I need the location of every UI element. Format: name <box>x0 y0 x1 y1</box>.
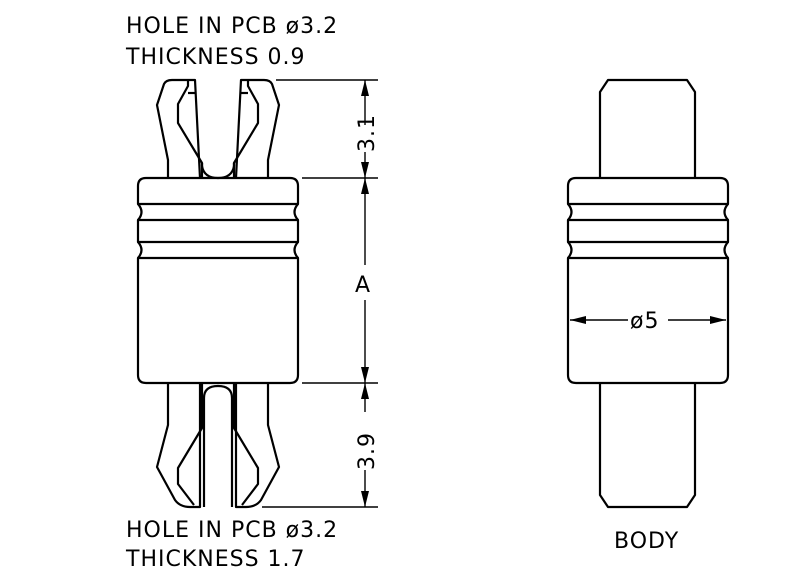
dim-body-length: A <box>355 273 371 298</box>
top-note-thickness: THICKNESS 0.9 <box>125 45 306 70</box>
top-clip <box>155 78 281 180</box>
dim-top-clip: 3.1 <box>355 114 380 152</box>
bottom-note-hole: HOLE IN PCB ø3.2 <box>126 518 338 543</box>
spacer-body-side <box>136 176 300 385</box>
body-label: BODY <box>614 529 679 554</box>
bottom-note-thickness: THICKNESS 1.7 <box>125 547 306 572</box>
dim-bottom-clip: 3.9 <box>355 432 380 470</box>
body-front-view: ø5 <box>566 78 730 509</box>
vertical-dimensions: 3.1 A 3.9 <box>262 79 380 508</box>
bottom-clip <box>155 383 281 509</box>
dim-diameter: ø5 <box>630 309 659 334</box>
top-note-hole: HOLE IN PCB ø3.2 <box>126 14 338 39</box>
